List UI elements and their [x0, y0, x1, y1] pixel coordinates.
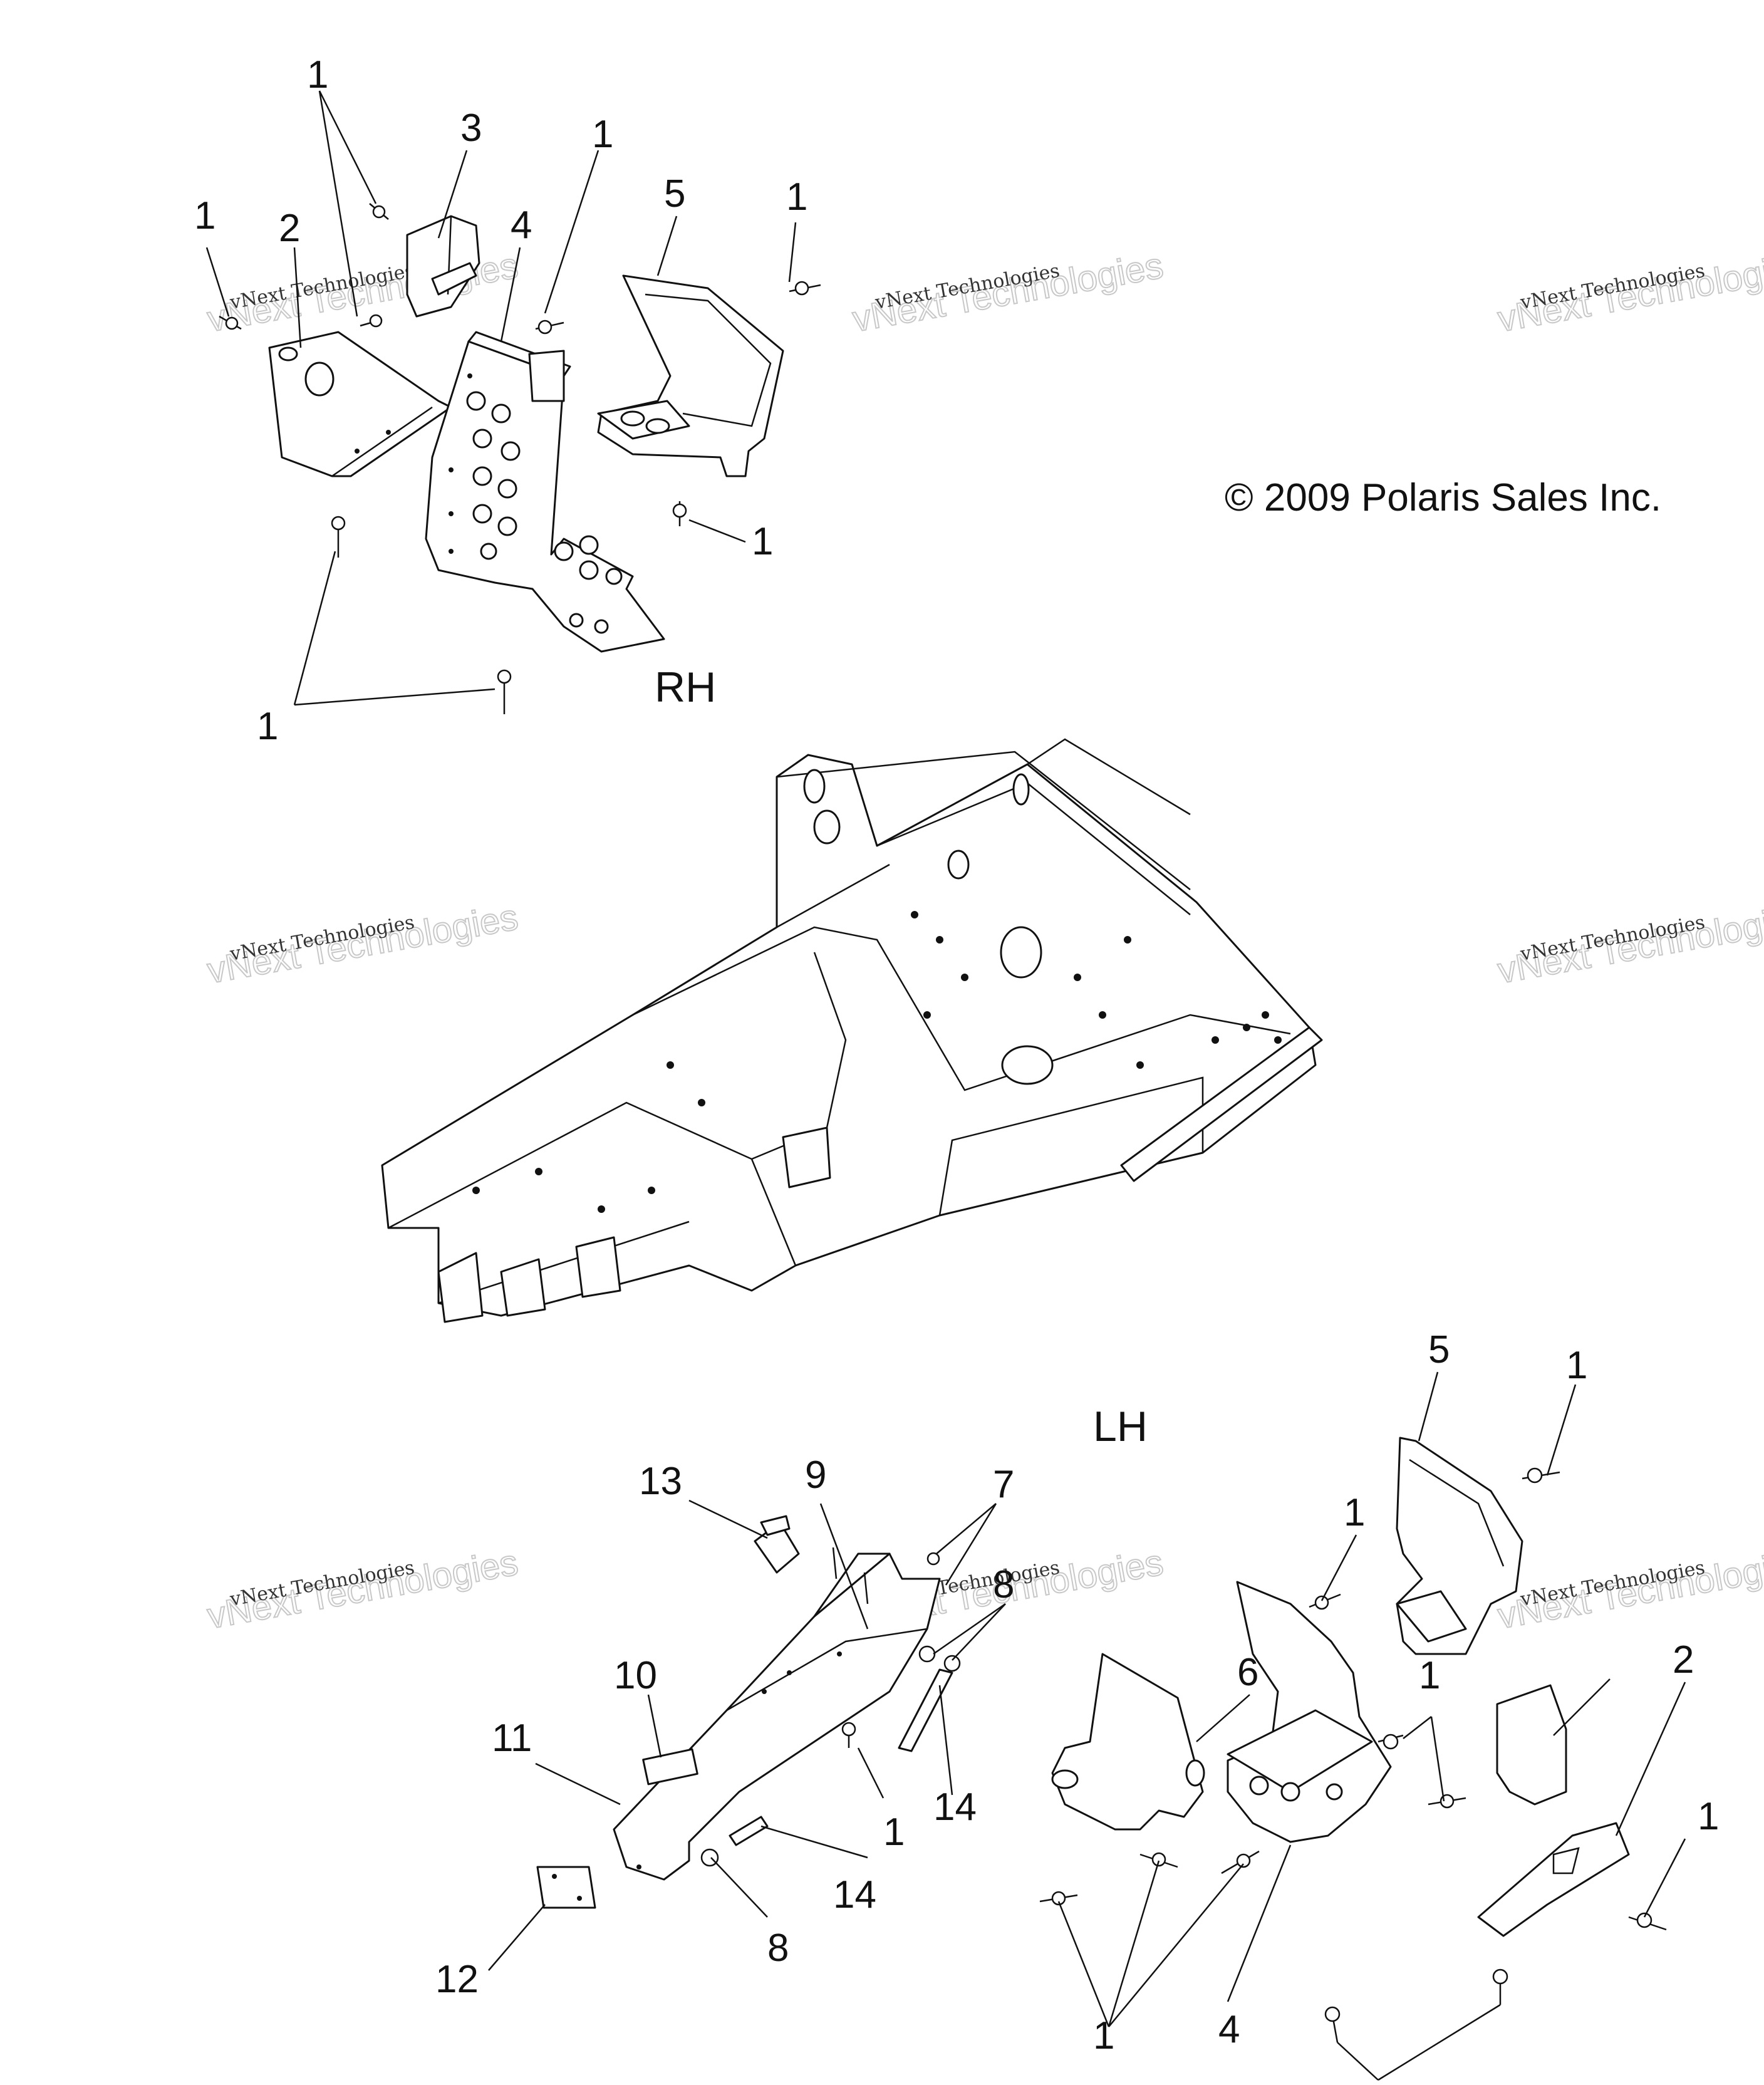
watermark: vNext Technologies vNext Technologies [1494, 1541, 1764, 1637]
rivet-icon [1039, 1891, 1078, 1906]
rh-callouts: 1 3 1 1 5 1 2 4 1 1 [194, 53, 807, 748]
callout-1: 1 [752, 520, 773, 563]
rivet-icon [369, 203, 389, 220]
pin-icon [832, 1547, 838, 1579]
callout-1: 1 [1093, 2014, 1114, 2057]
nut-icon [918, 1645, 936, 1663]
callout-3: 3 [460, 107, 482, 150]
rivet-icon [360, 314, 383, 328]
callout-7: 7 [993, 1463, 1014, 1506]
rivet-icon [1139, 1852, 1178, 1868]
rivet-icon [841, 1722, 856, 1748]
part-5-lh-plate [1396, 1437, 1523, 1655]
callout-8: 8 [767, 1926, 789, 1970]
watermark: vNext Technologies vNext Technologies [1494, 244, 1764, 340]
callout-1: 1 [307, 53, 328, 96]
lh-label: LH [1093, 1403, 1148, 1450]
rh-rivets [219, 203, 821, 714]
rh-label: RH [655, 663, 716, 711]
rivet-icon [1221, 1850, 1260, 1874]
lh-parts-group [536, 1437, 1630, 1937]
callout-5: 5 [664, 172, 685, 216]
rivet-icon [497, 669, 512, 714]
callout-6: 6 [1237, 1651, 1258, 1694]
part-14-strip [898, 1668, 953, 1752]
part-2-lh-bracket [1477, 1822, 1630, 1937]
callout-8: 8 [993, 1563, 1014, 1606]
callout-14: 14 [833, 1873, 876, 1916]
callout-2: 2 [279, 207, 300, 250]
part-14-strip [729, 1816, 769, 1846]
callout-9: 9 [805, 1453, 826, 1497]
rivet-icon [1428, 1794, 1466, 1809]
watermark: vNext Technologies vNext Technologies [1494, 896, 1764, 992]
rivet-icon [219, 315, 242, 330]
rivet-icon [535, 320, 564, 335]
callout-13: 13 [639, 1460, 682, 1503]
watermark: vNext Technologies vNext Technologies [204, 1541, 522, 1637]
rivet-icon [1492, 1968, 1508, 2005]
watermark: vNext Technologies vNext Technologies [204, 896, 522, 992]
lh-callouts: 5 1 13 9 7 1 8 1 6 10 11 2 1 14 1 14 8 1… [435, 1328, 1719, 2057]
callout-5: 5 [1428, 1328, 1450, 1371]
callout-1: 1 [592, 113, 613, 156]
callout-11: 11 [492, 1717, 532, 1760]
callout-1: 1 [194, 194, 215, 237]
part-12-plate [536, 1866, 596, 1909]
callout-1: 1 [1698, 1795, 1719, 1838]
part-13-clip [754, 1515, 800, 1574]
part-4-skid-plate [425, 331, 665, 653]
callout-10: 10 [614, 1654, 657, 1697]
chassis-frame [381, 738, 1323, 1323]
rivet-icon [789, 281, 821, 296]
copyright-notice: © 2009 Polaris Sales Inc. [1225, 476, 1661, 519]
nut-icon [926, 1552, 940, 1566]
callout-4: 4 [1218, 2008, 1240, 2051]
rivet-icon [1309, 1593, 1341, 1610]
part-11-tunnel-plate [613, 1552, 941, 1881]
rh-parts-group [268, 215, 784, 653]
rivet-icon [672, 501, 687, 526]
callout-1: 1 [883, 1811, 905, 1854]
lh-leader-lines [488, 1371, 1686, 2081]
part-2-bracket [268, 331, 452, 477]
watermark: vNext Technologies vNext Technologies [849, 244, 1167, 340]
part-3-bracket [406, 215, 480, 318]
rivet-icon [331, 516, 346, 558]
part-6-plate [1051, 1653, 1205, 1831]
rivet-icon [1628, 1912, 1667, 1931]
callout-1: 1 [1419, 1654, 1440, 1697]
rivet-icon [1377, 1734, 1404, 1750]
part-5-plate [597, 274, 784, 477]
callout-1: 1 [786, 175, 807, 219]
callout-1: 1 [1566, 1344, 1587, 1387]
nut-icon [943, 1655, 961, 1672]
callout-2: 2 [1673, 1638, 1694, 1682]
callout-1: 1 [1344, 1491, 1365, 1534]
callout-12: 12 [435, 1958, 479, 2001]
callout-4: 4 [511, 204, 532, 247]
part-3-lh-bracket [1496, 1684, 1567, 1806]
callout-14: 14 [933, 1786, 977, 1829]
pin-icon [863, 1572, 869, 1604]
rh-leader-lines [205, 90, 797, 706]
rivet-icon [1522, 1467, 1560, 1484]
part-4-lh-skid-plate [1227, 1581, 1392, 1843]
rivet-icon [1324, 2006, 1341, 2043]
callout-1: 1 [257, 705, 278, 748]
